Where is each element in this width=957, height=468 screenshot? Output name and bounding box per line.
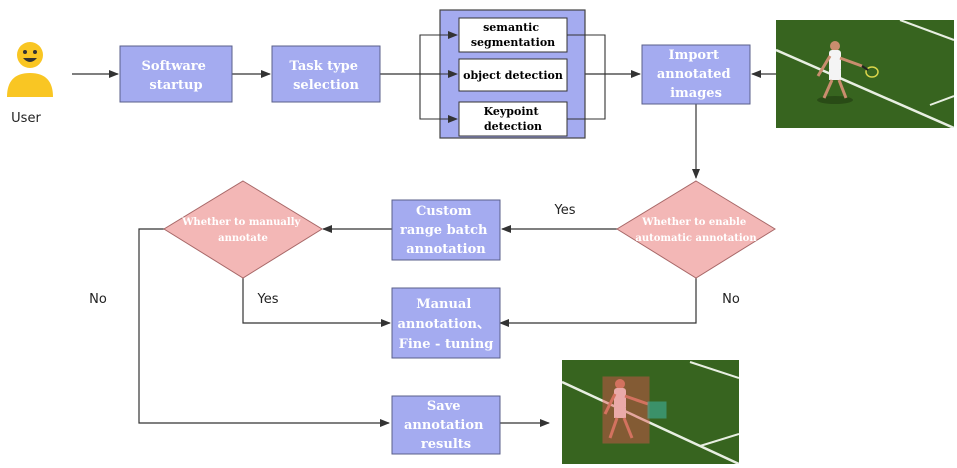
enable-auto-line1: Whether to enable: [641, 217, 746, 228]
semantic-line1: semantic: [483, 21, 539, 34]
manual-decision-line2: annotate: [218, 233, 268, 244]
manual-annotate-diamond: [163, 180, 323, 279]
svg-text:Software startup: Software startup: [142, 59, 211, 93]
software-startup-line2: startup: [149, 78, 202, 93]
save-line1: Save: [427, 399, 461, 414]
enable-auto-line2: automatic annotation: [635, 233, 757, 244]
group-internal-edges: [419, 31, 606, 123]
svg-text:Custom range batch ann: Custom range batch annotation: [400, 204, 492, 257]
edges: [72, 70, 776, 427]
save-annotation-results-box: [391, 395, 501, 455]
svg-text:Whether to enable automati: Whether to enable automatic annotation: [635, 217, 757, 244]
custom-line1: Custom: [416, 204, 472, 219]
import-line2: annotated: [657, 67, 731, 82]
save-line2: annotation: [404, 418, 484, 433]
racket-bbox: [647, 401, 667, 419]
manual-no-label: No: [89, 292, 107, 307]
manual-decision-line1: Whether to manually: [181, 217, 301, 228]
semantic-segmentation-box: [458, 17, 568, 53]
manual-annotation-box: [391, 287, 501, 359]
save-line3: results: [421, 437, 471, 452]
software-startup-line1: Software: [142, 59, 206, 74]
import-annotated-images-box: [641, 44, 751, 105]
custom-range-batch-box: [391, 199, 501, 261]
annotated-tennis-player-photo: [562, 360, 739, 464]
custom-line2: range batch: [400, 223, 488, 238]
person-bbox: [602, 376, 650, 444]
svg-text:semantic segmentation: semantic segmentation: [471, 21, 555, 49]
user-label: User: [11, 111, 41, 126]
svg-text:Save annotation result: Save annotation results: [404, 399, 488, 452]
keypoint-line2: detection: [484, 120, 542, 133]
keypoint-detection-box: [458, 101, 568, 137]
svg-text:Whether to manually annota: Whether to manually annotate: [181, 217, 304, 244]
object-detection-line1: object detection: [463, 69, 563, 82]
svg-text:Import annotated image: Import annotated images: [657, 48, 735, 101]
edge-manual-yes: [242, 278, 391, 327]
keypoint-line1: Keypoint: [484, 105, 540, 118]
svg-text:Keypoint detection: Keypoint detection: [484, 105, 543, 133]
software-startup-box: [119, 45, 233, 103]
manual-yes-label: Yes: [257, 292, 279, 307]
object-detection-box: [458, 58, 568, 92]
svg-text:Task type selection: Task type selection: [289, 59, 362, 93]
edge-auto-no: [499, 278, 697, 327]
edge-manual-no: [138, 228, 390, 427]
manual-line3: Fine - tuning: [399, 337, 494, 352]
task-type-line2: selection: [293, 78, 359, 93]
semantic-line2: segmentation: [471, 36, 555, 49]
svg-text:object detection: object detection: [463, 69, 563, 82]
import-line1: Import: [669, 48, 719, 63]
task-type-selection-box: [271, 45, 381, 103]
custom-line3: annotation: [406, 242, 486, 257]
auto-no-label: No: [722, 292, 740, 307]
import-line3: images: [670, 86, 722, 101]
task-type-line1: Task type: [289, 59, 358, 74]
auto-yes-label: Yes: [554, 203, 576, 218]
manual-line2: annotation、: [397, 317, 490, 332]
enable-auto-annotation-diamond: [616, 180, 776, 279]
svg-text:Manual annotation、 Fin: Manual annotation、 Fine - tuning: [397, 297, 494, 352]
manual-line1: Manual: [416, 297, 471, 312]
user-icon: [7, 42, 53, 97]
tennis-player-photo: [776, 20, 954, 128]
